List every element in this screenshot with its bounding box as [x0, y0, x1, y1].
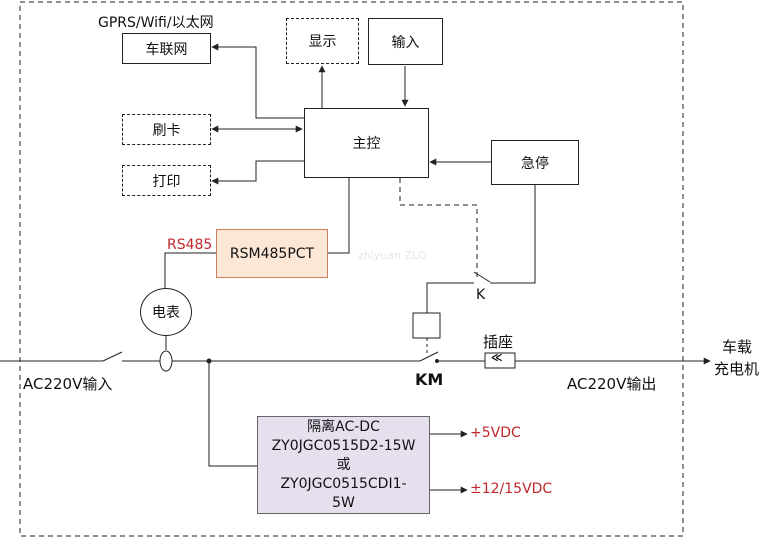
meter-circle: 电表 — [140, 288, 192, 336]
current-transformer — [159, 350, 173, 372]
relay-k-switch — [473, 271, 491, 283]
input-switch — [102, 351, 123, 362]
km-switch — [419, 351, 439, 362]
wire-relay-coil — [426, 282, 474, 313]
socket-label: 插座 — [483, 333, 514, 351]
wire-ac-power-module — [208, 361, 257, 467]
power-module-line1: 隔离AC-DC — [307, 418, 380, 435]
ac-input-label: AC220V输入 — [23, 375, 113, 393]
wire-controller-rs485 — [328, 178, 350, 254]
power-module-line3: 或 — [336, 456, 351, 473]
socket-symbol — [484, 352, 516, 369]
junction-dot — [206, 358, 212, 364]
system-boundary — [19, 1, 684, 537]
output-target-line2: 充电机 — [714, 360, 760, 378]
relay-k-label: K — [476, 287, 486, 303]
wire-controller-network — [211, 43, 304, 119]
ac-output-label: AC220V输出 — [567, 375, 657, 393]
print-block: 打印 — [122, 165, 211, 196]
power-module-line4: ZY0JGC0515CDI1- — [280, 475, 407, 492]
card-swipe-block: 刷卡 — [122, 114, 211, 145]
rs485-label: RS485 — [167, 237, 213, 253]
output-target-line1: 车载 — [722, 338, 753, 356]
socket-icon: ≪ — [491, 351, 503, 364]
wire-rs485-meter — [164, 252, 216, 288]
wire-controller-print — [211, 160, 304, 185]
power-module-line2: ZY0JGC0515D2-15W — [271, 437, 416, 454]
power-module-line5: 5W — [332, 494, 355, 511]
input-block: 输入 — [368, 18, 443, 65]
controller-block: 主控 — [304, 108, 429, 178]
km-contact-dot — [435, 359, 439, 363]
wire-estop-relay — [490, 185, 536, 284]
car-network-block: 车联网 — [122, 33, 211, 64]
wire-controller-relay-dashed — [399, 178, 478, 277]
power-module-block: 隔离AC-DC ZY0JGC0515D2-15W 或 ZY0JGC0515CDI… — [257, 416, 430, 514]
emergency-stop-block: 急停 — [491, 140, 579, 185]
contactor-km-label: KM — [415, 370, 444, 389]
watermark: zhiyuan ZLG — [358, 249, 427, 262]
output-12v-label: ±12/15VDC — [470, 481, 553, 497]
rs485-module-block: RSM485PCT — [216, 229, 328, 278]
output-5v-label: +5VDC — [470, 425, 521, 441]
display-block: 显示 — [286, 18, 359, 64]
network-caption: GPRS/Wifi/以太网 — [98, 15, 214, 31]
relay-coil — [412, 312, 441, 339]
